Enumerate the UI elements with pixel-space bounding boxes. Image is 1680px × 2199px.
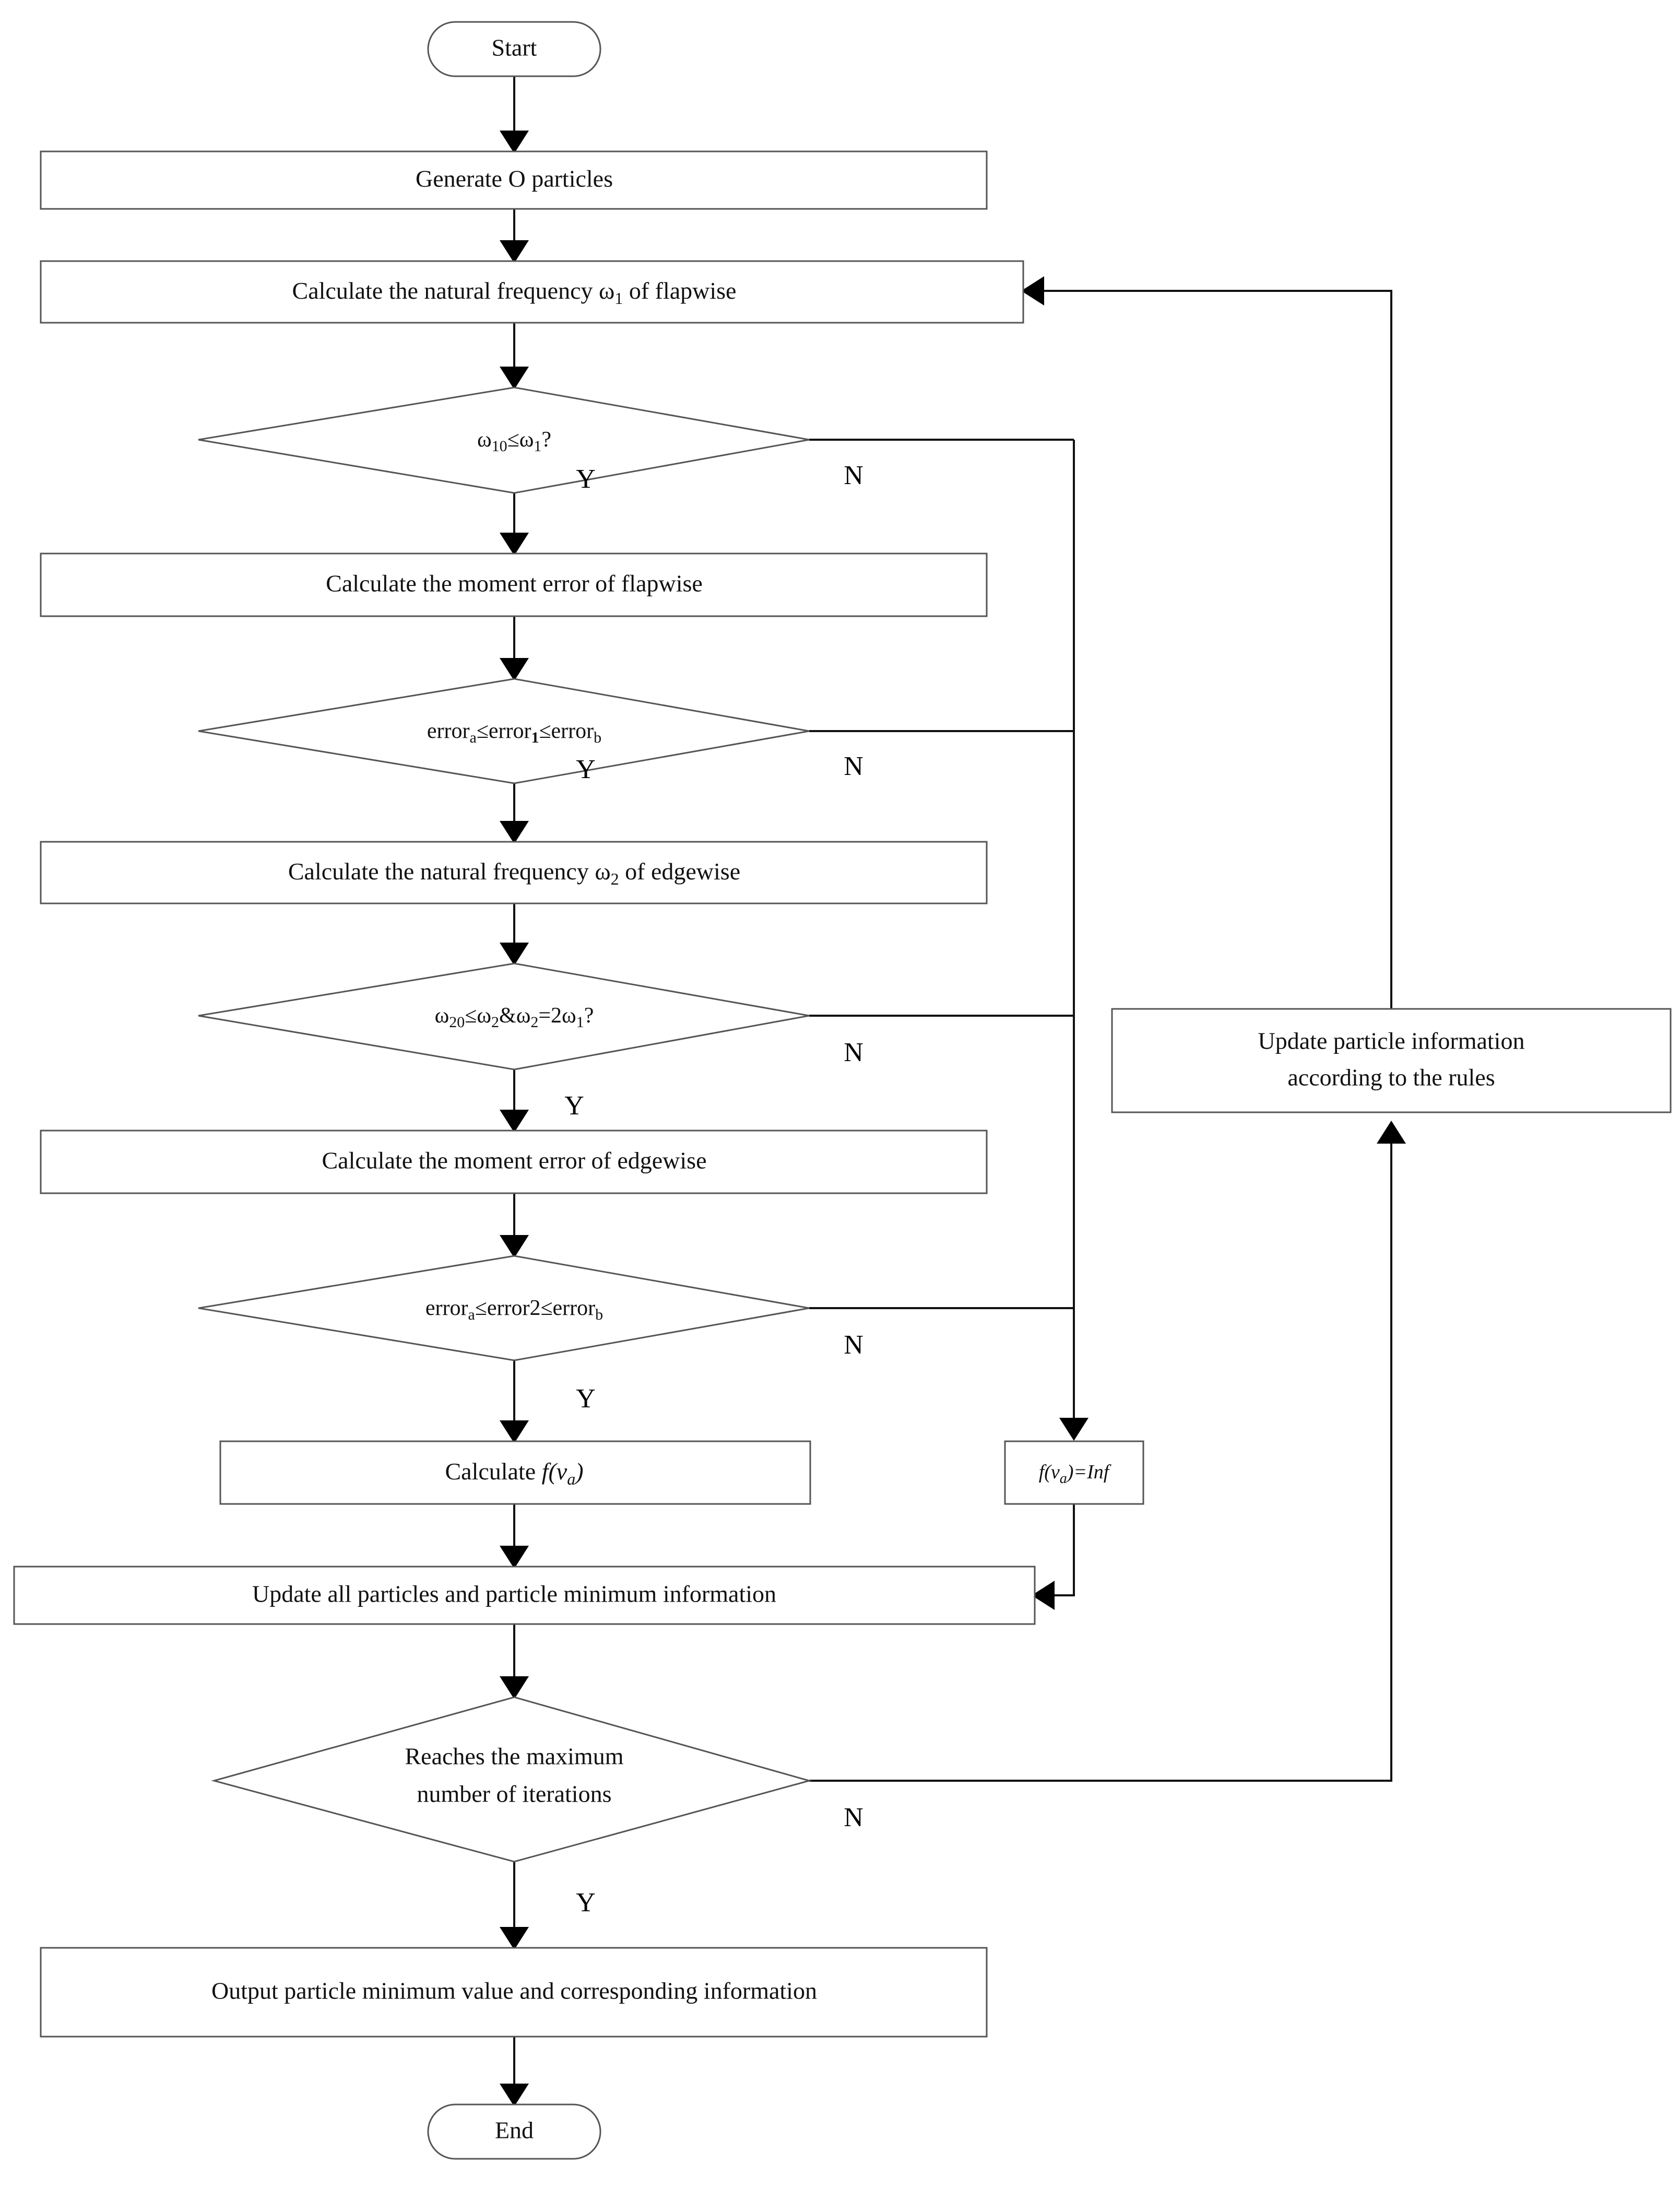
decision-frequency-flapwise-shape: [198, 386, 810, 494]
start-label: Start: [492, 34, 537, 61]
node-output-result[interactable]: Output particle minimum value and corres…: [40, 1947, 988, 2038]
node-generate-particles[interactable]: Generate O particles: [40, 150, 988, 210]
decision-error2-label: errora≤error2≤errorb: [425, 1296, 603, 1323]
fitness-infinity-label: f(va)=Inf: [1039, 1461, 1111, 1487]
decision-error1-label: errora≤error1≤errorb: [427, 719, 601, 746]
branch-label-decerr2-yes: Y: [576, 1384, 596, 1414]
update-particle-rules-line2: according to the rules: [1287, 1064, 1495, 1091]
end-label: End: [495, 2117, 534, 2144]
start-terminator-shape: [427, 21, 601, 77]
branch-label-decw2-no: N: [844, 1038, 863, 1067]
decision-max-iterations-line2: number of iterations: [417, 1781, 611, 1807]
update-particle-rules-line1: Update particle information: [1258, 1028, 1525, 1054]
node-calc-frequency-edgewise[interactable]: Calculate the natural frequency ω2 of ed…: [40, 841, 988, 904]
node-decision-max-iterations[interactable]: Reaches the maximum number of iterations: [211, 1696, 812, 1863]
node-decision-frequency-flapwise[interactable]: ω10≤ω1?: [198, 386, 810, 494]
calc-moment-flapwise-shape: [40, 552, 988, 617]
calc-moment-flapwise-label: Calculate the moment error of flapwise: [326, 570, 703, 597]
calc-frequency-edgewise-label: Calculate the natural frequency ω2 of ed…: [288, 858, 740, 889]
decision-error2-shape: [198, 1255, 810, 1361]
node-update-all-particles[interactable]: Update all particles and particle minimu…: [13, 1566, 1036, 1625]
node-calculate-fitness[interactable]: Calculate f(va): [219, 1440, 811, 1505]
node-fitness-infinity[interactable]: f(va)=Inf: [1004, 1440, 1144, 1505]
branch-label-decw2-yes: Y: [564, 1091, 584, 1121]
node-start[interactable]: Start: [427, 21, 601, 77]
generate-particles-label: Generate O particles: [416, 166, 613, 192]
edge-updaterules-calcw1: [1021, 276, 1392, 1009]
update-particle-rules-shape: [1111, 1008, 1672, 1113]
node-calc-frequency-flapwise[interactable]: Calculate the natural frequency ω1 of fl…: [40, 260, 1024, 324]
end-terminator-shape: [427, 2103, 601, 2160]
decision-max-iterations-line1: Reaches the maximum: [405, 1743, 624, 1770]
fitness-infinity-shape: [1004, 1440, 1144, 1505]
branch-label-decw1-yes: Y: [576, 464, 596, 494]
decision-frequency-edgewise-label: ω20≤ω2&ω2=2ω1?: [435, 1004, 594, 1031]
connectors: [500, 76, 1406, 2107]
edge-deciter-no: [809, 1121, 1406, 1782]
branch-label-decerr1-no: N: [844, 751, 863, 781]
node-update-particle-rules[interactable]: Update particle information according to…: [1111, 1008, 1672, 1113]
node-end[interactable]: End: [427, 2103, 601, 2160]
calculate-fitness-label: Calculate f(va): [445, 1458, 583, 1489]
calc-moment-edgewise-shape: [40, 1130, 988, 1194]
node-calc-moment-flapwise[interactable]: Calculate the moment error of flapwise: [40, 552, 988, 617]
update-all-particles-shape: [13, 1566, 1036, 1625]
edge-finf-updateall: [1032, 1504, 1075, 1610]
node-decision-error2[interactable]: errora≤error2≤errorb: [198, 1255, 810, 1361]
decision-frequency-edgewise-shape: [198, 962, 810, 1071]
output-result-label: Output particle minimum value and corres…: [211, 1978, 817, 2004]
branch-label-decw1-no: N: [844, 461, 863, 490]
calc-frequency-flapwise-shape: [40, 260, 1024, 324]
branch-label-decerr1-yes: Y: [576, 755, 596, 784]
node-decision-error1[interactable]: errora≤error1≤errorb: [198, 678, 810, 784]
decision-frequency-flapwise-label: ω10≤ω1?: [477, 428, 551, 455]
decision-error1-shape: [198, 678, 810, 784]
calc-frequency-edgewise-shape: [40, 841, 988, 904]
calculate-fitness-shape: [219, 1440, 811, 1505]
branch-label-decerr2-no: N: [844, 1330, 863, 1360]
generate-particles-shape: [40, 150, 988, 210]
branch-label-deciter-yes: Y: [576, 1888, 596, 1918]
output-result-shape: [40, 1947, 988, 2038]
node-calc-moment-edgewise[interactable]: Calculate the moment error of edgewise: [40, 1130, 988, 1194]
decision-max-iterations-shape: [211, 1696, 812, 1863]
branch-label-deciter-no: N: [844, 1803, 863, 1832]
node-decision-frequency-edgewise[interactable]: ω20≤ω2&ω2=2ω1?: [198, 962, 810, 1071]
calc-frequency-flapwise-label: Calculate the natural frequency ω1 of fl…: [292, 277, 737, 308]
calc-moment-edgewise-label: Calculate the moment error of edgewise: [322, 1147, 707, 1174]
update-all-particles-label: Update all particles and particle minimu…: [252, 1581, 776, 1607]
